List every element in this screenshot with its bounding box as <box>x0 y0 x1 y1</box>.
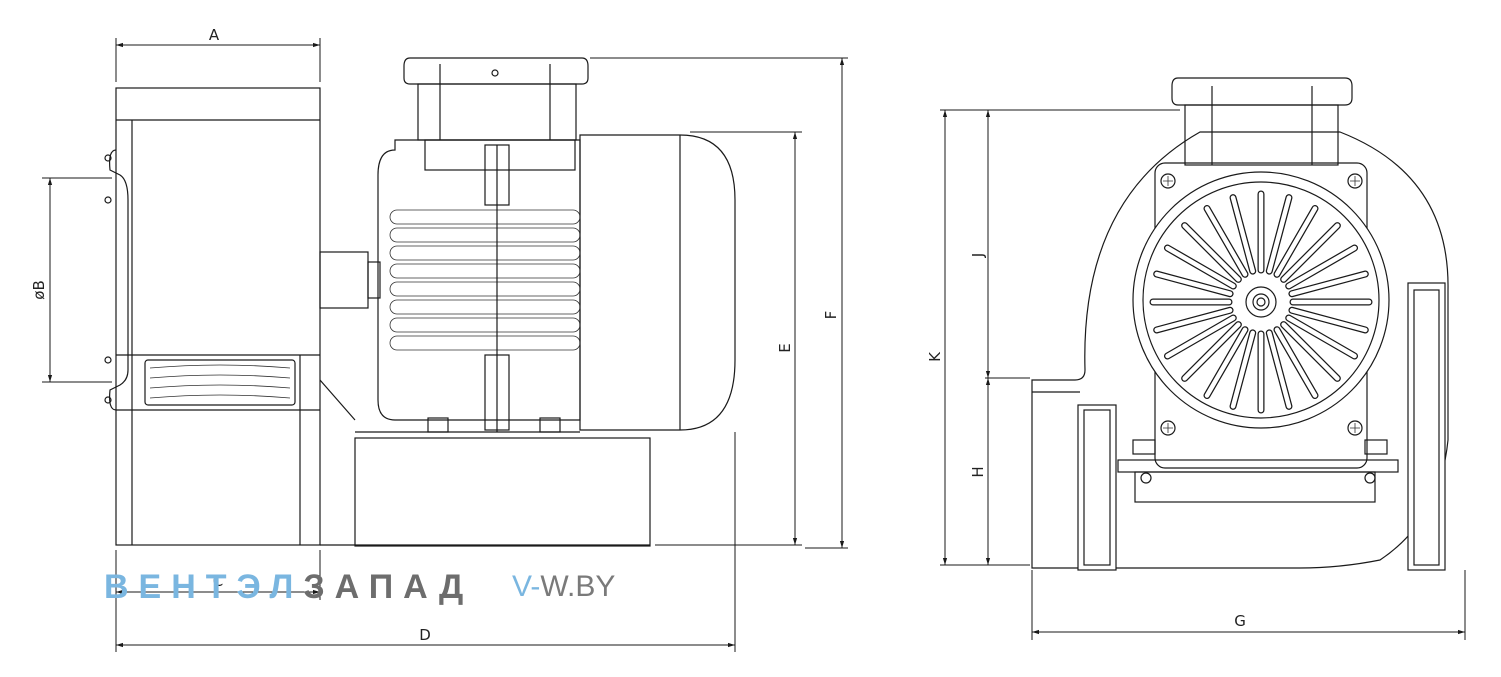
watermark-site: V-W.BY <box>512 570 615 603</box>
dimension-d-label: D <box>419 626 431 644</box>
dimension-g-label: G <box>1234 612 1246 630</box>
dimension-j-label: J <box>969 253 987 258</box>
motor-base <box>320 417 651 547</box>
dimension-f: F <box>590 57 848 549</box>
dimension-h: H <box>969 378 991 565</box>
terminal-box <box>403 57 589 171</box>
fan-slot-fill <box>1289 308 1368 333</box>
dimension-a: A <box>115 26 321 82</box>
dimension-d: D <box>115 432 736 652</box>
scroll-housing <box>1031 131 1449 569</box>
watermark: ВЕНТЭЛЗАПАД V-W.BY <box>104 568 615 606</box>
fan-slot-fill <box>1230 195 1255 274</box>
fan-slot-fill <box>1274 327 1318 398</box>
fan-slot-fill <box>1286 245 1357 289</box>
watermark-site-rest: W.BY <box>540 570 615 603</box>
dimension-f-label: F <box>822 311 840 320</box>
front-feet <box>1077 282 1446 571</box>
dimension-b: øB <box>30 177 112 383</box>
fan-cover-slots <box>1149 190 1373 414</box>
watermark-brand: ВЕНТЭЛЗАПАД <box>104 568 473 606</box>
watermark-site-prefix: V- <box>512 570 540 603</box>
outlet-grille <box>144 359 296 406</box>
blower-housing <box>115 87 321 546</box>
dimension-k-label: K <box>926 351 944 362</box>
front-view: K J H G <box>926 77 1466 640</box>
fan-slot-fill <box>1182 223 1241 282</box>
fan-slot-fill <box>1281 223 1340 282</box>
dimension-e: E <box>655 131 802 546</box>
shaft-coupling <box>319 251 381 421</box>
motor-cooling-fins <box>389 209 581 351</box>
fan-slot-fill <box>1286 315 1357 359</box>
fan-slot-fill <box>1182 322 1241 381</box>
dimension-h-label: H <box>969 466 987 477</box>
fan-slot-fill <box>1289 271 1368 296</box>
fan-slot-fill <box>1165 245 1236 289</box>
dimension-a-label: A <box>209 26 220 44</box>
fan-slot-fill <box>1274 206 1318 277</box>
fan-slot-fill <box>1165 315 1236 359</box>
fan-slot-fill <box>1267 195 1292 274</box>
fan-slot-fill <box>1281 322 1340 381</box>
dimension-k: K <box>926 109 1180 566</box>
dimension-c: C <box>115 550 321 600</box>
dimension-g: G <box>1031 570 1466 640</box>
fan-slot-fill <box>1267 330 1292 409</box>
dimension-j: J <box>969 110 1030 379</box>
dimension-e-label: E <box>776 343 794 352</box>
watermark-brand-part1: ВЕНТЭЛ <box>104 568 303 606</box>
fan-slot-fill <box>1230 330 1255 409</box>
fan-slot-fill <box>1154 308 1233 333</box>
dimension-b-label: øB <box>30 280 48 299</box>
side-view: A øB C D E <box>30 26 848 652</box>
fan-slot-fill <box>1204 206 1248 277</box>
motor-body <box>377 134 736 432</box>
watermark-brand-part2: ЗАПАД <box>303 568 473 606</box>
motor-fan-cover <box>1132 171 1390 429</box>
fan-slot-fill <box>1154 271 1233 296</box>
fan-slot-fill <box>1204 327 1248 398</box>
terminal-box-front <box>1171 77 1353 166</box>
dimension-c-label: C <box>213 572 223 590</box>
inlet-flange <box>104 149 129 411</box>
